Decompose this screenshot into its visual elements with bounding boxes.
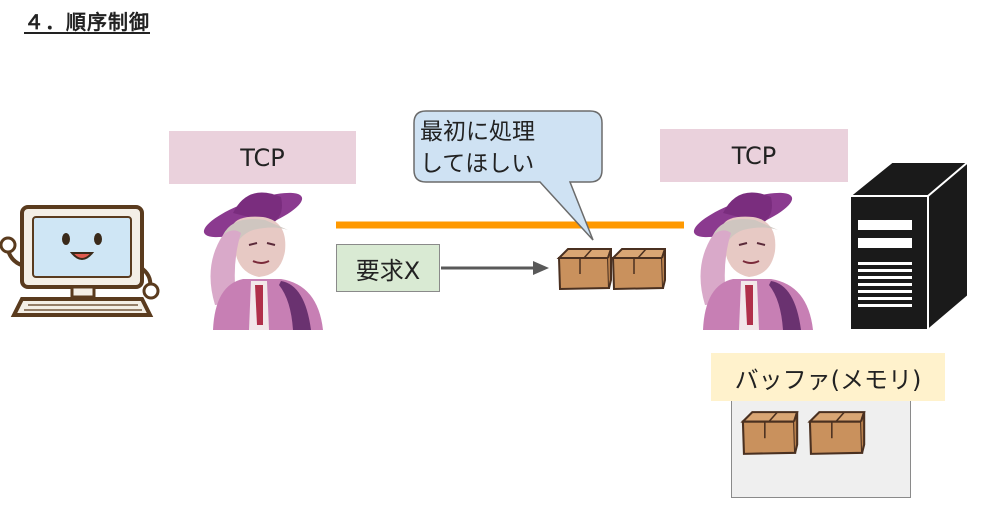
speech-line-1: 最初に処理 [420,119,535,145]
tcp-left-text: TCP [240,143,285,172]
speech-line-2: してほしい [420,151,535,177]
request-arrow [441,261,549,275]
tcp-right-text: TCP [731,141,777,170]
page-title: ４．順序制御 [24,10,150,34]
speech-text: 最初に処理 してほしい [420,116,600,180]
person-icon [693,192,813,330]
computer-icon [0,205,160,317]
request-label: 要求X [336,244,440,292]
request-text: 要求X [355,256,421,285]
cardboard-box-icon [740,411,799,455]
server-tower-icon [849,161,969,331]
buffer-label: バッファ(メモリ) [711,353,945,401]
buffer-text: バッファ(メモリ) [734,365,922,394]
cardboard-box-icon [556,248,612,291]
speech-bubble [413,110,603,241]
tcp-left-label: TCP [169,131,356,184]
person-icon [203,192,323,330]
tcp-right-label: TCP [660,129,848,182]
cardboard-box-icon [610,248,666,291]
cardboard-box-icon [807,411,866,455]
